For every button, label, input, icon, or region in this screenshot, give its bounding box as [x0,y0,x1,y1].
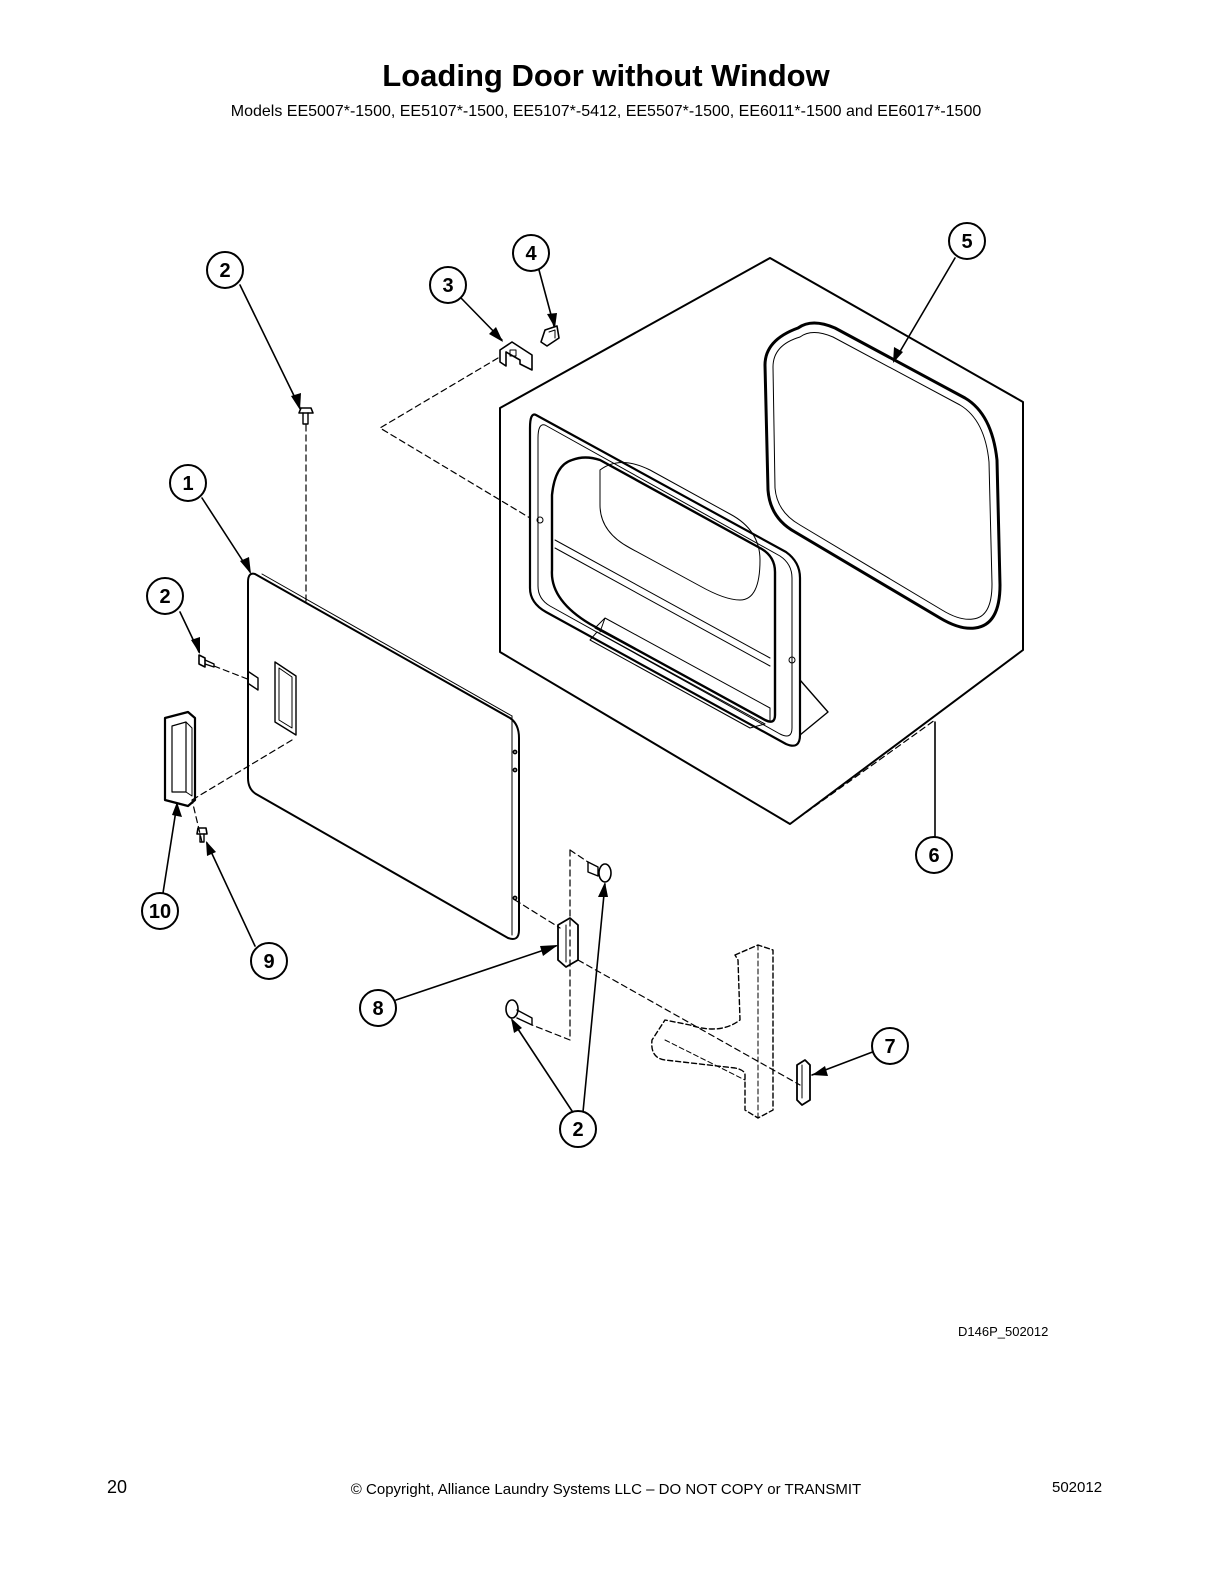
callout-3-label: 3 [442,275,453,297]
drawing-code: D146P_502012 [958,1324,1049,1339]
screw-hinge-lower [505,999,533,1026]
screw-left [198,654,215,668]
callout-2-label-top: 2 [219,260,230,282]
document-code: 502012 [1052,1479,1103,1496]
hinge-pin-block [796,1059,811,1106]
door-handle [163,710,197,808]
callout-2-label-left: 2 [159,586,170,608]
front-panel-assembly [499,257,1024,825]
callout-4-label: 4 [525,243,537,265]
callout-8-label: 8 [372,998,383,1020]
callout-5-label: 5 [961,231,972,253]
callout-2-label-bottom: 2 [572,1119,583,1141]
callout-10-label: 10 [149,901,171,923]
callout-1-label: 1 [182,473,193,495]
screw-hinge-upper [587,861,612,883]
assembly-dashed-lines [191,357,936,1086]
door-hinge-plate [557,917,579,968]
loading-door-panel [247,572,520,940]
callout-7-label: 7 [884,1036,895,1058]
page-number: 20 [107,1477,128,1497]
strike-bracket [499,341,533,371]
copyright-notice: © Copyright, Alliance Laundry Systems LL… [350,1481,862,1498]
screw-top [298,407,314,425]
callout-9-label: 9 [263,951,274,973]
callout-6-label: 6 [928,845,939,867]
callout-circles [141,222,986,1148]
hinge-bracket [651,944,774,1119]
page-title: Loading Door without Window [382,58,830,93]
door-gasket [763,321,1002,630]
door-catch [540,325,560,347]
callout-arrowheads [172,313,903,1076]
models-subtitle: Models EE5007*-1500, EE5107*-1500, EE510… [230,103,982,120]
